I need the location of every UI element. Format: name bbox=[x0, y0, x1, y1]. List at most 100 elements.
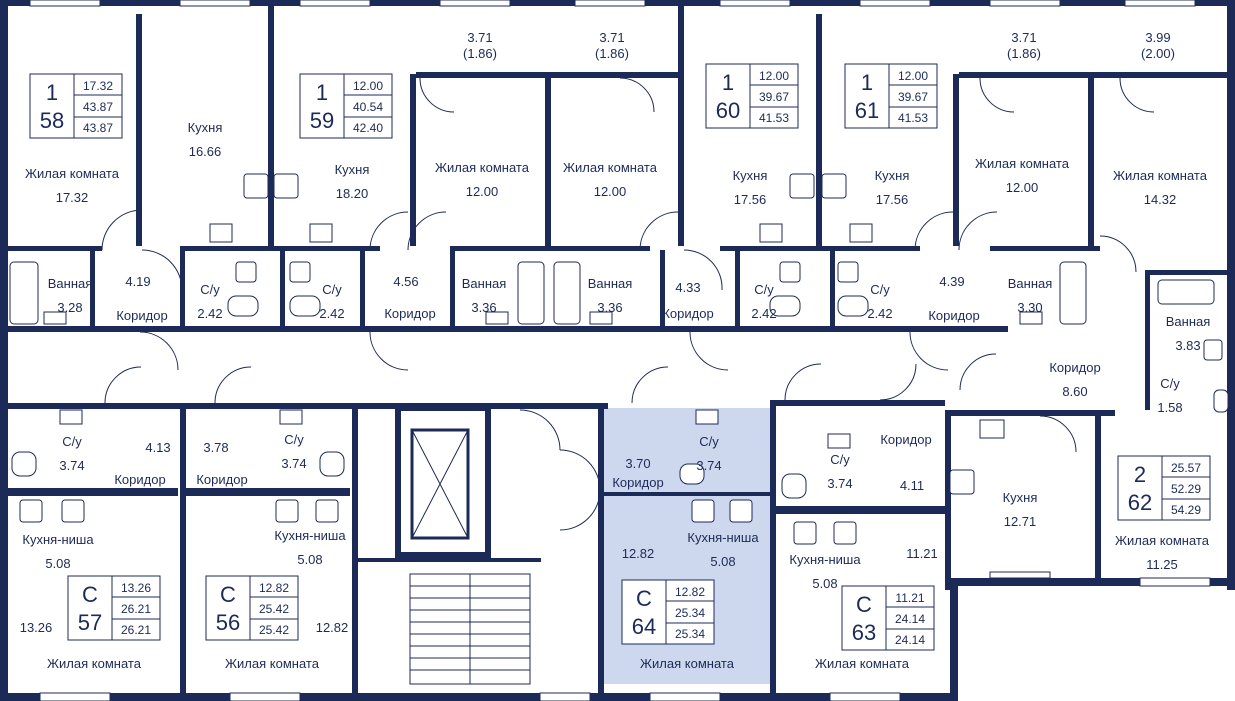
room-area: 5.08 bbox=[710, 554, 735, 569]
room-area: 16.66 bbox=[189, 144, 222, 159]
corridor-label: Коридор bbox=[928, 308, 979, 323]
balcony-reduced-area: (1.86) bbox=[595, 46, 629, 61]
balcony-area: 3.71 bbox=[599, 30, 624, 45]
summary-frame bbox=[705, 63, 799, 129]
studio-room-label: Жилая комната bbox=[815, 656, 910, 671]
apartment-total-area: 39.67 bbox=[759, 90, 789, 104]
summary-frame bbox=[841, 585, 935, 651]
room-label: Кухня-ниша bbox=[687, 530, 759, 545]
apartment-number: 59 bbox=[310, 108, 334, 133]
apartment-number: 64 bbox=[632, 614, 656, 639]
room-area: 5.08 bbox=[812, 576, 837, 591]
room-area: 2.42 bbox=[751, 306, 776, 321]
apartment-total-area: 25.42 bbox=[259, 602, 289, 616]
corridor-area: 3.70 bbox=[625, 456, 650, 471]
room-label: Жилая комната bbox=[975, 156, 1070, 171]
apartment-rooms: С bbox=[856, 592, 872, 617]
room-area: 12.00 bbox=[594, 184, 627, 199]
apartment-rooms: С bbox=[636, 586, 652, 611]
apartment-number: 63 bbox=[852, 620, 876, 645]
room-label: С/у bbox=[754, 282, 774, 297]
apartment-living-area: 12.00 bbox=[353, 79, 383, 93]
room-area: 2.42 bbox=[197, 306, 222, 321]
studio-room-label: Жилая комната bbox=[47, 656, 142, 671]
room-label: С/у bbox=[284, 432, 304, 447]
room-area: 3.74 bbox=[281, 456, 306, 471]
summary-frame bbox=[29, 73, 123, 139]
studio-room-label: Жилая комната bbox=[225, 656, 320, 671]
apartment-total-area: 39.67 bbox=[898, 90, 928, 104]
room-area: 14.32 bbox=[1144, 192, 1177, 207]
corridor-area: 4.13 bbox=[145, 440, 170, 455]
apartment-living-area: 11.21 bbox=[895, 591, 924, 605]
corridor-area: 4.11 bbox=[900, 478, 924, 493]
room-area: 3.36 bbox=[597, 300, 622, 315]
balcony-reduced-area: (1.86) bbox=[1007, 46, 1041, 61]
apartment-total-with-balcony: 54.29 bbox=[1171, 503, 1201, 517]
apartment-rooms: 2 bbox=[1134, 462, 1146, 487]
balcony-reduced-area: (2.00) bbox=[1141, 46, 1175, 61]
windows bbox=[29, 0, 1211, 701]
apartment-number: 62 bbox=[1128, 490, 1152, 515]
elevator-shaft bbox=[410, 428, 470, 540]
apartment-total-with-balcony: 43.87 bbox=[83, 121, 113, 135]
balcony-area: 3.71 bbox=[467, 30, 492, 45]
apartment-total-area: 40.54 bbox=[353, 100, 383, 114]
studio-room-label: Жилая комната bbox=[640, 656, 735, 671]
summary-frame bbox=[844, 63, 938, 129]
apartment-number: 60 bbox=[716, 98, 740, 123]
room-area: 3.83 bbox=[1175, 338, 1200, 353]
summary-frame bbox=[621, 579, 715, 645]
summary-frame bbox=[205, 575, 299, 641]
room-label: Кухня-ниша bbox=[789, 552, 861, 567]
room-area: 3.74 bbox=[59, 458, 84, 473]
room-area: 2.42 bbox=[867, 306, 892, 321]
room-label: Кухня bbox=[875, 168, 910, 183]
apartment-total-area: 24.14 bbox=[895, 612, 925, 626]
room-label: Кухня bbox=[1003, 490, 1038, 505]
corridor-label: Коридор bbox=[196, 472, 247, 487]
room-label: Ванная bbox=[588, 276, 633, 291]
room-area: 12.00 bbox=[1006, 180, 1039, 195]
room-label: Кухня bbox=[335, 162, 370, 177]
balcony-area: 3.71 bbox=[1011, 30, 1036, 45]
room-area: 3.74 bbox=[827, 476, 852, 491]
room-label: Кухня bbox=[733, 168, 768, 183]
room-label: Кухня-ниша bbox=[274, 528, 346, 543]
labels: Жилая комната17.32Кухня16.66Кухня18.20Жи… bbox=[20, 30, 1211, 671]
corridor-area: 4.39 bbox=[939, 274, 964, 289]
room-area: 11.25 bbox=[1146, 557, 1178, 572]
apartment-rooms: С bbox=[82, 582, 98, 607]
room-area: 3.36 bbox=[471, 300, 496, 315]
room-label: С/у bbox=[830, 452, 850, 467]
studio-room-area: 12.82 bbox=[316, 620, 349, 635]
apartment-living-area: 13.26 bbox=[121, 581, 151, 595]
room-label: С/у bbox=[1160, 376, 1180, 391]
room-label: С/у bbox=[699, 434, 719, 449]
apartment-number: 61 bbox=[855, 98, 879, 123]
room-label: Жилая комната bbox=[1113, 168, 1208, 183]
apartment-total-area: 52.29 bbox=[1171, 482, 1201, 496]
apartment-number: 58 bbox=[40, 108, 64, 133]
room-area: 17.56 bbox=[734, 192, 767, 207]
room-area: 5.08 bbox=[45, 556, 70, 571]
corridor-label: Коридор bbox=[880, 432, 931, 447]
corridor-label: Коридор bbox=[612, 475, 663, 490]
apartment-total-with-balcony: 26.21 bbox=[121, 623, 151, 637]
room-area: 2.42 bbox=[319, 306, 344, 321]
studio-room-area: 13.26 bbox=[20, 620, 53, 635]
room-area: 17.32 bbox=[56, 190, 89, 205]
apartment-summaries: 15817.3243.8743.8715912.0040.5442.401601… bbox=[29, 63, 1211, 651]
apartment-living-area: 12.82 bbox=[675, 585, 705, 599]
apartment-living-area: 12.82 bbox=[259, 581, 289, 595]
staircase bbox=[409, 573, 531, 685]
room-label: Ванная bbox=[48, 276, 93, 291]
